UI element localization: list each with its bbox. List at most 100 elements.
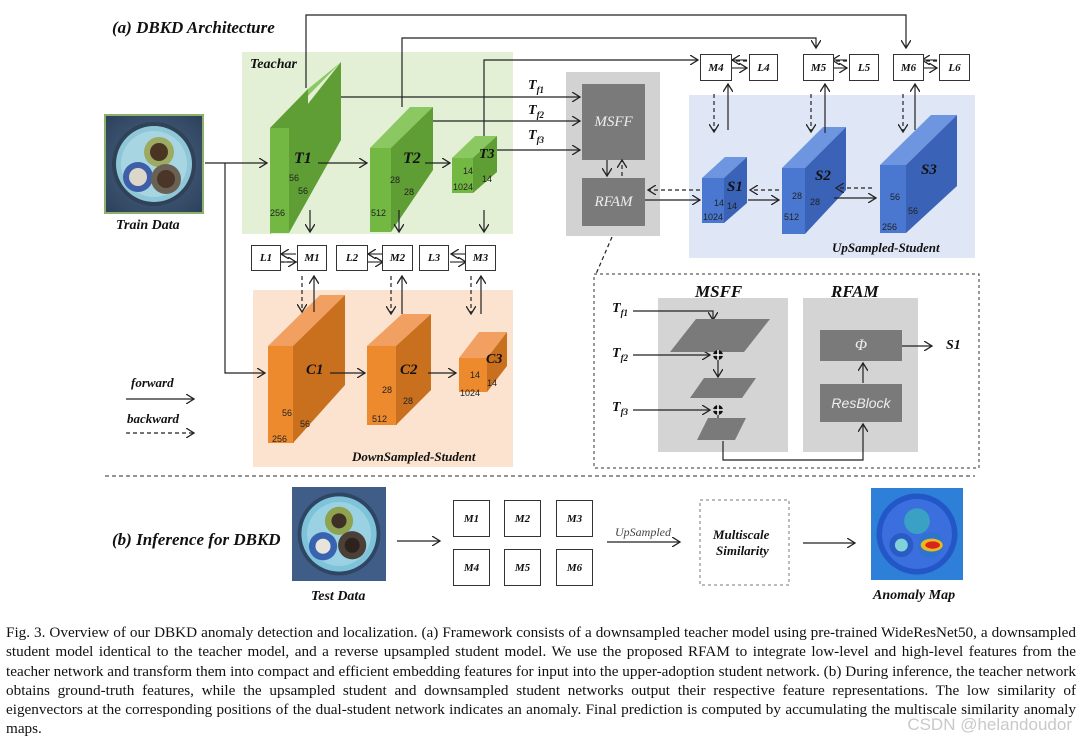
cube-C2-dim-h: 28 [382,385,393,395]
cube-C2 [367,314,431,425]
upsampled-label: UpSampled [615,525,671,539]
cube-C3-dim-c: 1024 [460,388,481,398]
detail-tf1-sub: f1 [620,307,629,318]
cube-T1-dim-c: 256 [270,208,286,218]
downsampled-student-label: DownSampled-Student [352,449,476,464]
add-node-2 [713,405,723,415]
module-M6: M6 [893,54,924,81]
cube-S3-dim-h: 56 [890,192,901,202]
cube-T1-dim-w: 56 [298,186,309,196]
cube-S1 [702,157,747,223]
module-M5: M5 [803,54,834,81]
detail-tf2-main: T [612,346,621,361]
figure-caption: Fig. 3. Overview of our DBKD anomaly det… [6,624,1076,738]
detail-tf2-sub: f2 [620,352,629,363]
cube-T2 [370,107,433,232]
cube-S3-name: S3 [921,162,937,178]
section-b-title: (b) Inference for DBKD [112,530,281,549]
detail-tf3-main: T [612,400,621,415]
teacher-label: Teachar [250,57,297,72]
cube-S1-dim-c: 1024 [703,212,724,222]
anomaly-map-label: Anomaly Map [873,588,956,603]
detail-tf1-main: T [612,301,621,316]
cube-C1-dim-w: 56 [300,419,311,429]
cube-S2-dim-w: 28 [810,197,821,207]
legend-backward: backward [127,411,179,426]
section-a-title: (a) DBKD Architecture [112,18,275,37]
cube-S2-dim-c: 512 [784,212,800,222]
cube-T2-dim-w: 28 [404,187,415,197]
detail-rfam-title: RFAM [831,282,879,301]
grid-M2: M2 [504,500,541,537]
cube-C1-dim-c: 256 [272,434,288,444]
cube-S2 [782,127,846,234]
tf2-sub: f2 [536,109,545,120]
module-M4: M4 [700,54,732,81]
detail-tf1: Tf1 [612,301,628,318]
cube-C3-name: C3 [486,352,503,367]
grid-M5: M5 [504,549,541,586]
test-data-image [292,487,386,581]
module-L1: L1 [251,245,281,271]
tf3-sub: f3 [536,134,545,145]
cube-T2-name: T2 [403,150,421,167]
tf3-label: Tf3 [528,128,544,145]
cube-C3-dim-h: 14 [470,370,481,380]
cube-S1-dim-w: 14 [727,201,738,211]
train-data-image [104,114,204,214]
msff-layer-1 [670,319,770,352]
tf1-label: Tf1 [528,78,544,95]
cube-C1 [268,295,345,443]
cube-C3-dim-w: 14 [487,378,498,388]
msff-layer-3 [697,418,746,440]
detail-output-s1: S1 [946,338,961,353]
detail-border [593,273,980,469]
cube-T1-dim-h: 56 [289,173,300,183]
cube-C3 [459,332,507,392]
similarity-label-1: Multiscale [713,527,770,542]
cube-C2-dim-w: 28 [403,396,414,406]
cube-C1-name: C1 [306,362,324,378]
tf2-main: T [528,103,537,118]
grid-M1: M1 [453,500,490,537]
module-L2: L2 [336,245,368,271]
cube-T1 [270,62,341,234]
cube-T3 [452,136,497,193]
test-data-label: Test Data [311,589,366,604]
cube-S1-dim-h: 14 [714,198,725,208]
module-L3: L3 [419,245,449,271]
anomaly-map-image [871,488,963,580]
cube-S2-name: S2 [815,168,831,184]
detail-tf3-sub: f3 [620,406,629,417]
detail-tf3: Tf3 [612,400,628,417]
cube-S3-dim-w: 56 [908,206,919,216]
cube-S3 [880,115,957,233]
grid-M3: M3 [556,500,593,537]
add-node-1 [713,350,723,360]
cube-S1-name: S1 [727,179,743,195]
cube-T3-name: T3 [479,147,495,162]
similarity-label-2: Similarity [716,543,769,558]
module-L6: L6 [939,54,970,81]
msff-block: MSFF [582,84,645,160]
rfam-block: RFAM [582,178,645,226]
cube-C2-name: C2 [400,362,418,378]
cube-T3-dim-h: 14 [463,166,474,176]
module-L4: L4 [749,54,778,81]
module-M1: M1 [297,245,327,271]
module-M2: M2 [382,245,413,271]
upsampled-student-label: UpSampled-Student [832,240,940,255]
resblock-block: ResBlock [820,384,902,422]
cube-S3-dim-c: 256 [882,222,898,232]
detail-msff-title: MSFF [695,282,743,301]
cube-S2-dim-h: 28 [792,191,803,201]
cube-T1-name: T1 [294,150,312,167]
cube-T3-dim-c: 1024 [453,182,474,192]
detail-tf2: Tf2 [612,346,628,363]
tf2-label: Tf2 [528,103,544,120]
cube-T3-dim-w: 14 [482,174,493,184]
grid-M6: M6 [556,549,593,586]
tf1-main: T [528,78,537,93]
cube-T2-dim-c: 512 [371,208,387,218]
